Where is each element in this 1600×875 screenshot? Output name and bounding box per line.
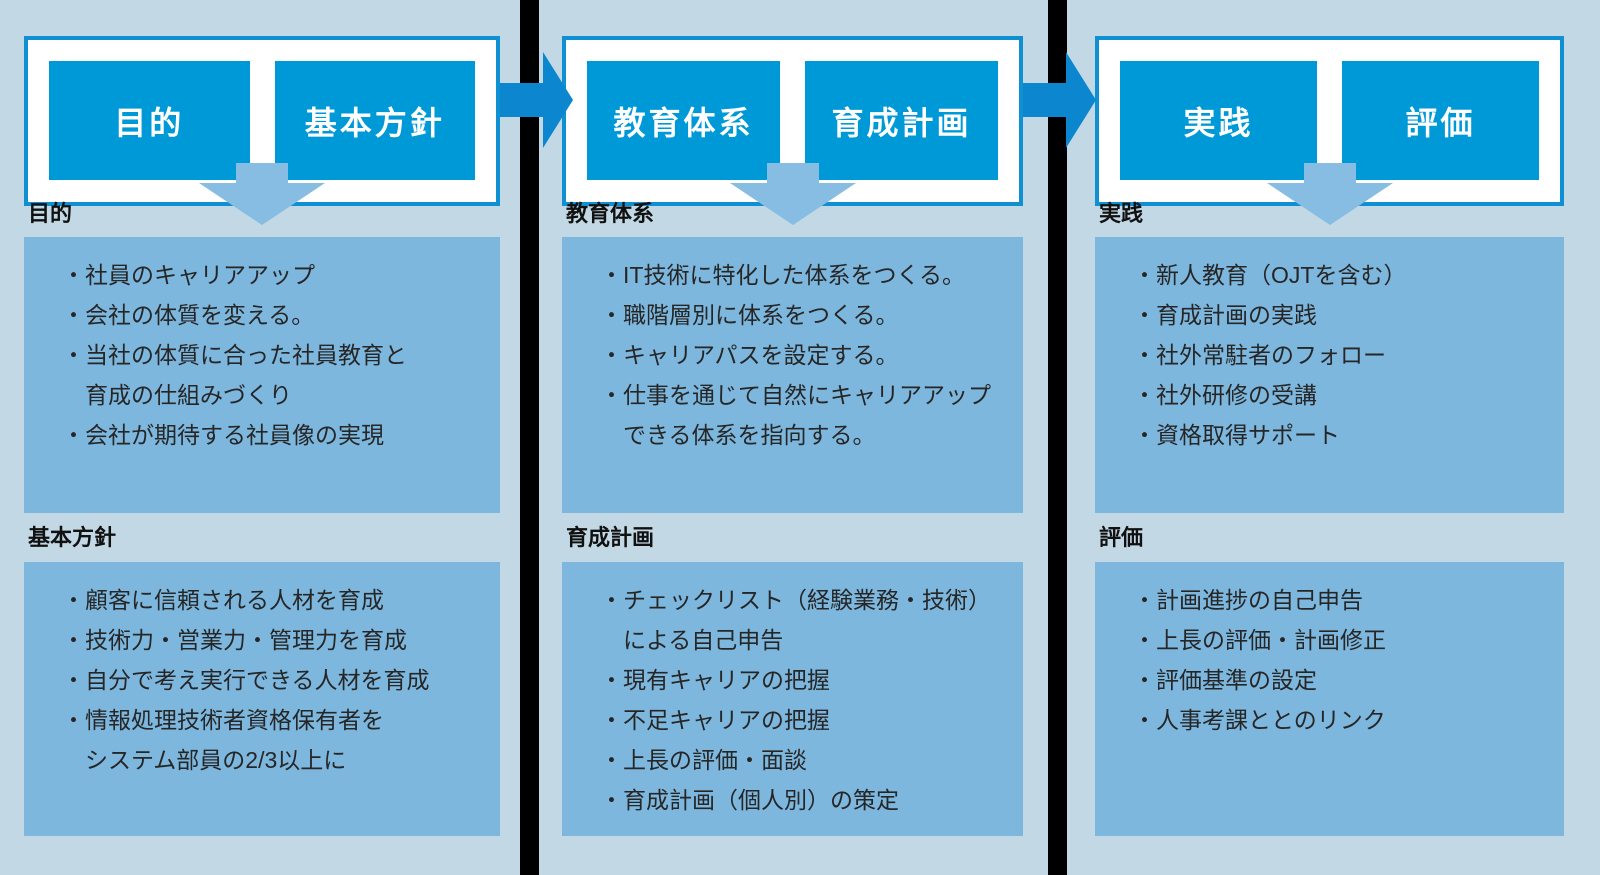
step-practice: 実践 <box>1120 61 1317 180</box>
list-item: ・自分で考え実行できる人材を育成 <box>62 667 430 693</box>
list-item: ・情報処理技術者資格保有者を システム部員の2/3以上に <box>62 707 384 773</box>
list-item: ・社外常駐者のフォロー <box>1133 342 1386 368</box>
step-evaluation: 評価 <box>1342 61 1539 180</box>
flow-column-system-plan: 教育体系 育成計画 教育体系 ・IT技術に特化した体系をつくる。 ・職階層別に体… <box>539 0 1048 875</box>
list-item: ・仕事を通じて自然にキャリアアップ できる体系を指向する。 <box>600 382 991 448</box>
list-item: ・当社の体質に合った社員教育と 育成の仕組みづくり <box>62 342 407 408</box>
list-item: ・職階層別に体系をつくる。 <box>600 302 899 328</box>
list-item: ・社外研修の受講 <box>1133 382 1317 408</box>
section-panel-education-system: ・IT技術に特化した体系をつくる。 ・職階層別に体系をつくる。 ・キャリアパスを… <box>562 237 1023 513</box>
list-item: ・IT技術に特化した体系をつくる。 <box>600 262 965 288</box>
list-item: ・新人教育（OJTを含む） <box>1133 262 1407 288</box>
list-item: ・チェックリスト（経験業務・技術） による自己申告 <box>600 587 991 653</box>
list-item: ・人事考課ととのリンク <box>1133 707 1386 733</box>
down-arrow-icon <box>562 163 1023 225</box>
list-item: ・上長の評価・面談 <box>600 747 807 773</box>
list-item: ・キャリアパスを設定する。 <box>600 342 899 368</box>
section-panel-basic-policy: ・顧客に信頼される人材を育成 ・技術力・営業力・管理力を育成 ・自分で考え実行で… <box>24 562 500 836</box>
list-item: ・技術力・営業力・管理力を育成 <box>62 627 407 653</box>
list-item: ・会社が期待する社員像の実現 <box>62 422 384 448</box>
flow-column-purpose-policy: 目的 基本方針 目的 ・社員のキャリアアップ ・会社の体質を変える。 ・当社の体… <box>0 0 520 875</box>
down-arrow-icon <box>24 163 500 225</box>
list-item: ・顧客に信頼される人材を育成 <box>62 587 384 613</box>
section-title-education-system: 教育体系 <box>566 201 655 226</box>
down-arrow-icon <box>1095 163 1564 225</box>
section-title-practice: 実践 <box>1099 201 1144 226</box>
section-title-evaluation: 評価 <box>1099 525 1144 550</box>
flow-arrow-right-icon <box>1023 52 1096 148</box>
step-education-system: 教育体系 <box>587 61 780 180</box>
list-item: ・計画進捗の自己申告 <box>1133 587 1363 613</box>
section-title-basic-policy: 基本方針 <box>28 525 117 550</box>
step-header-box: 実践 評価 <box>1095 36 1564 206</box>
section-panel-purpose: ・社員のキャリアアップ ・会社の体質を変える。 ・当社の体質に合った社員教育と … <box>24 237 500 513</box>
list-item: ・社員のキャリアアップ <box>62 262 315 288</box>
step-development-plan: 育成計画 <box>805 61 998 180</box>
step-basic-policy: 基本方針 <box>274 61 475 180</box>
step-purpose: 目的 <box>49 61 250 180</box>
list-item: ・会社の体質を変える。 <box>62 302 315 328</box>
flow-column-practice-evaluation: 実践 評価 実践 ・新人教育（OJTを含む） ・育成計画の実践 ・社外常駐者のフ… <box>1067 0 1600 875</box>
list-item: ・上長の評価・計画修正 <box>1133 627 1386 653</box>
column-divider <box>520 0 539 875</box>
list-item: ・現有キャリアの把握 <box>600 667 830 693</box>
section-title-development-plan: 育成計画 <box>566 525 655 550</box>
flow-arrow-right-icon <box>500 52 573 148</box>
list-item: ・育成計画の実践 <box>1133 302 1317 328</box>
section-panel-evaluation: ・計画進捗の自己申告 ・上長の評価・計画修正 ・評価基準の設定 ・人事考課ととの… <box>1095 562 1564 836</box>
list-item: ・資格取得サポート <box>1133 422 1340 448</box>
list-item: ・評価基準の設定 <box>1133 667 1317 693</box>
section-panel-practice: ・新人教育（OJTを含む） ・育成計画の実践 ・社外常駐者のフォロー ・社外研修… <box>1095 237 1564 513</box>
column-divider <box>1048 0 1067 875</box>
section-title-purpose: 目的 <box>28 201 73 226</box>
section-panel-development-plan: ・チェックリスト（経験業務・技術） による自己申告 ・現有キャリアの把握 ・不足… <box>562 562 1023 836</box>
list-item: ・不足キャリアの把握 <box>600 707 830 733</box>
list-item: ・育成計画（個人別）の策定 <box>600 787 899 813</box>
